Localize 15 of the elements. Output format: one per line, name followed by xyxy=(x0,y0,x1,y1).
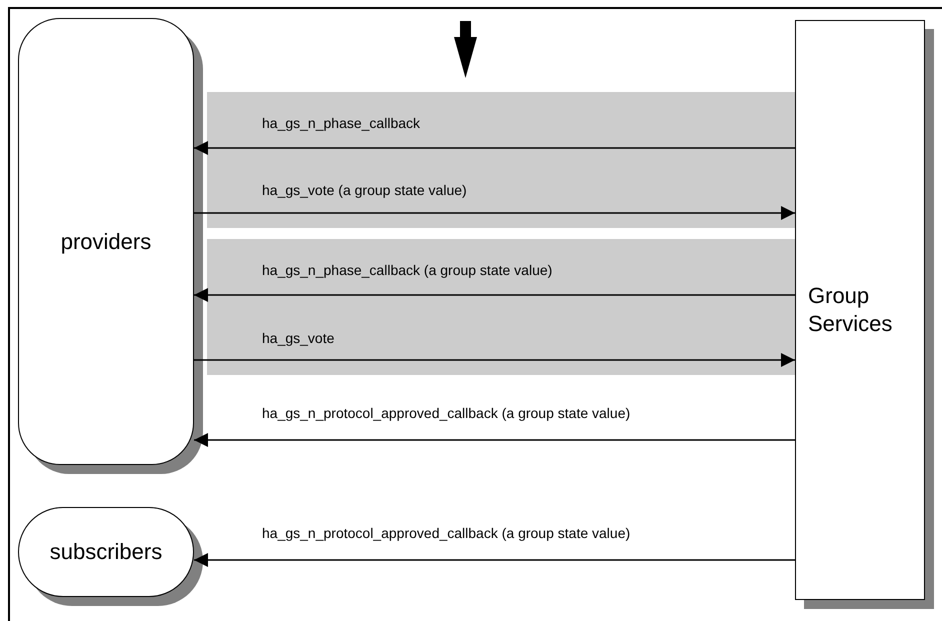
arrow xyxy=(194,353,795,367)
arrow xyxy=(194,288,795,302)
arrow xyxy=(194,433,795,447)
edge-label: ha_gs_vote xyxy=(262,330,334,346)
edge-label: ha_gs_n_protocol_approved_callback (a group state value) xyxy=(262,405,630,421)
edge-label: ha_gs_vote (a group state value) xyxy=(262,182,467,198)
arrow xyxy=(194,141,795,155)
participant-name: subscribers xyxy=(48,539,164,565)
edge-label: ha_gs_n_phase_callback (a group state value) xyxy=(262,262,552,278)
edge-label: ha_gs_n_phase_callback xyxy=(262,115,420,131)
edge-label: ha_gs_n_protocol_approved_callback (a group state value) xyxy=(262,525,630,541)
arrow xyxy=(194,553,795,567)
participant-name: Group Services xyxy=(808,282,894,338)
arrow xyxy=(194,206,795,220)
participant-name: providers xyxy=(60,228,152,254)
